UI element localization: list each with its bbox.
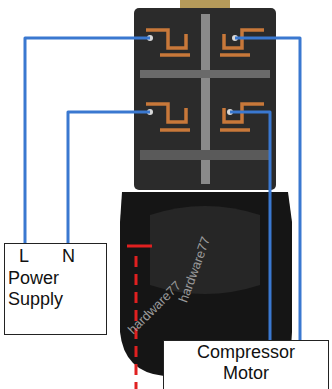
terminal-label: L — [19, 246, 29, 267]
power-supply-box: L NPower Supply — [4, 243, 107, 335]
watermark: hardware77 — [176, 235, 214, 305]
copper-contacts — [146, 30, 264, 130]
wire-motor-2 — [230, 112, 270, 340]
terminal-screws — [147, 35, 238, 115]
watermark: hardware77 — [125, 278, 184, 337]
wire-motor-1 — [235, 38, 300, 340]
box-title: Compressor Motor — [185, 342, 307, 384]
contact-block — [134, 8, 276, 190]
plate — [140, 70, 270, 78]
box-title: Power Supply — [8, 268, 88, 310]
wire-n — [68, 112, 150, 243]
plate — [140, 150, 270, 160]
wire-l — [25, 38, 150, 243]
red-mark — [127, 245, 152, 248]
motor-box: Compressor Motor — [163, 340, 329, 389]
terminal-label: N — [62, 246, 75, 267]
